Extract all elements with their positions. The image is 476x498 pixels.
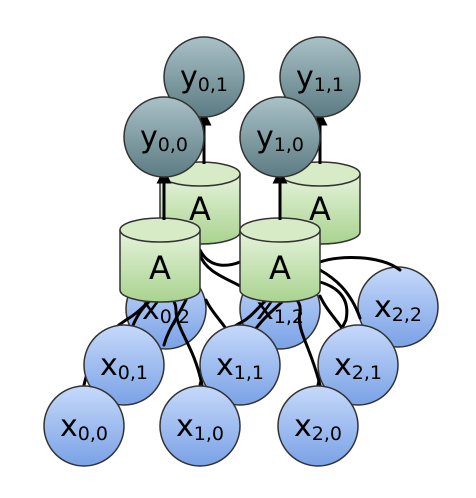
input-node-x-2-0: x2,0 xyxy=(277,385,359,467)
cell-label: A xyxy=(149,249,171,287)
input-row-0: x0,0 x1,0 x2,0 xyxy=(43,385,359,467)
input-node-x-1-0: x1,0 xyxy=(159,385,241,467)
output-node-y-0-1: y0,1 xyxy=(163,36,245,118)
input-node-label: x2,2 xyxy=(374,290,422,326)
input-node-label: x2,0 xyxy=(294,409,342,445)
output-node-label: y0,1 xyxy=(180,60,228,96)
output-node-label: y1,1 xyxy=(296,60,344,96)
input-node-x-2-2: x2,2 xyxy=(357,266,439,348)
output-node-y-1-1: y1,1 xyxy=(279,36,361,118)
output-node-label: y1,0 xyxy=(256,120,304,156)
cell-front-right: A xyxy=(239,217,321,303)
input-node-label: x0,0 xyxy=(60,409,108,445)
cell-label: A xyxy=(189,190,211,228)
output-node-label: y0,0 xyxy=(140,120,188,156)
input-row-1: x0,1 x1,1 x2,1 xyxy=(83,324,399,406)
input-row-2: x0,2 x1,2 x2,2 xyxy=(125,266,439,350)
input-node-x-0-1: x0,1 xyxy=(83,324,165,406)
output-node-y-0-0: y0,0 xyxy=(123,96,205,178)
input-node-x-2-1: x2,1 xyxy=(317,324,399,406)
output-node-y-1-0: y1,0 xyxy=(239,96,321,178)
input-node-label: x1,0 xyxy=(176,409,224,445)
cell-label: A xyxy=(309,190,331,228)
input-node-x-1-1: x1,1 xyxy=(199,324,281,406)
input-node-label: x2,1 xyxy=(334,348,382,384)
input-node-label: x0,1 xyxy=(100,348,148,384)
cell-front-left: A xyxy=(119,217,201,303)
cell-label: A xyxy=(269,249,291,287)
input-node-x-0-0: x0,0 xyxy=(43,385,125,467)
input-node-label: x1,1 xyxy=(216,348,264,384)
